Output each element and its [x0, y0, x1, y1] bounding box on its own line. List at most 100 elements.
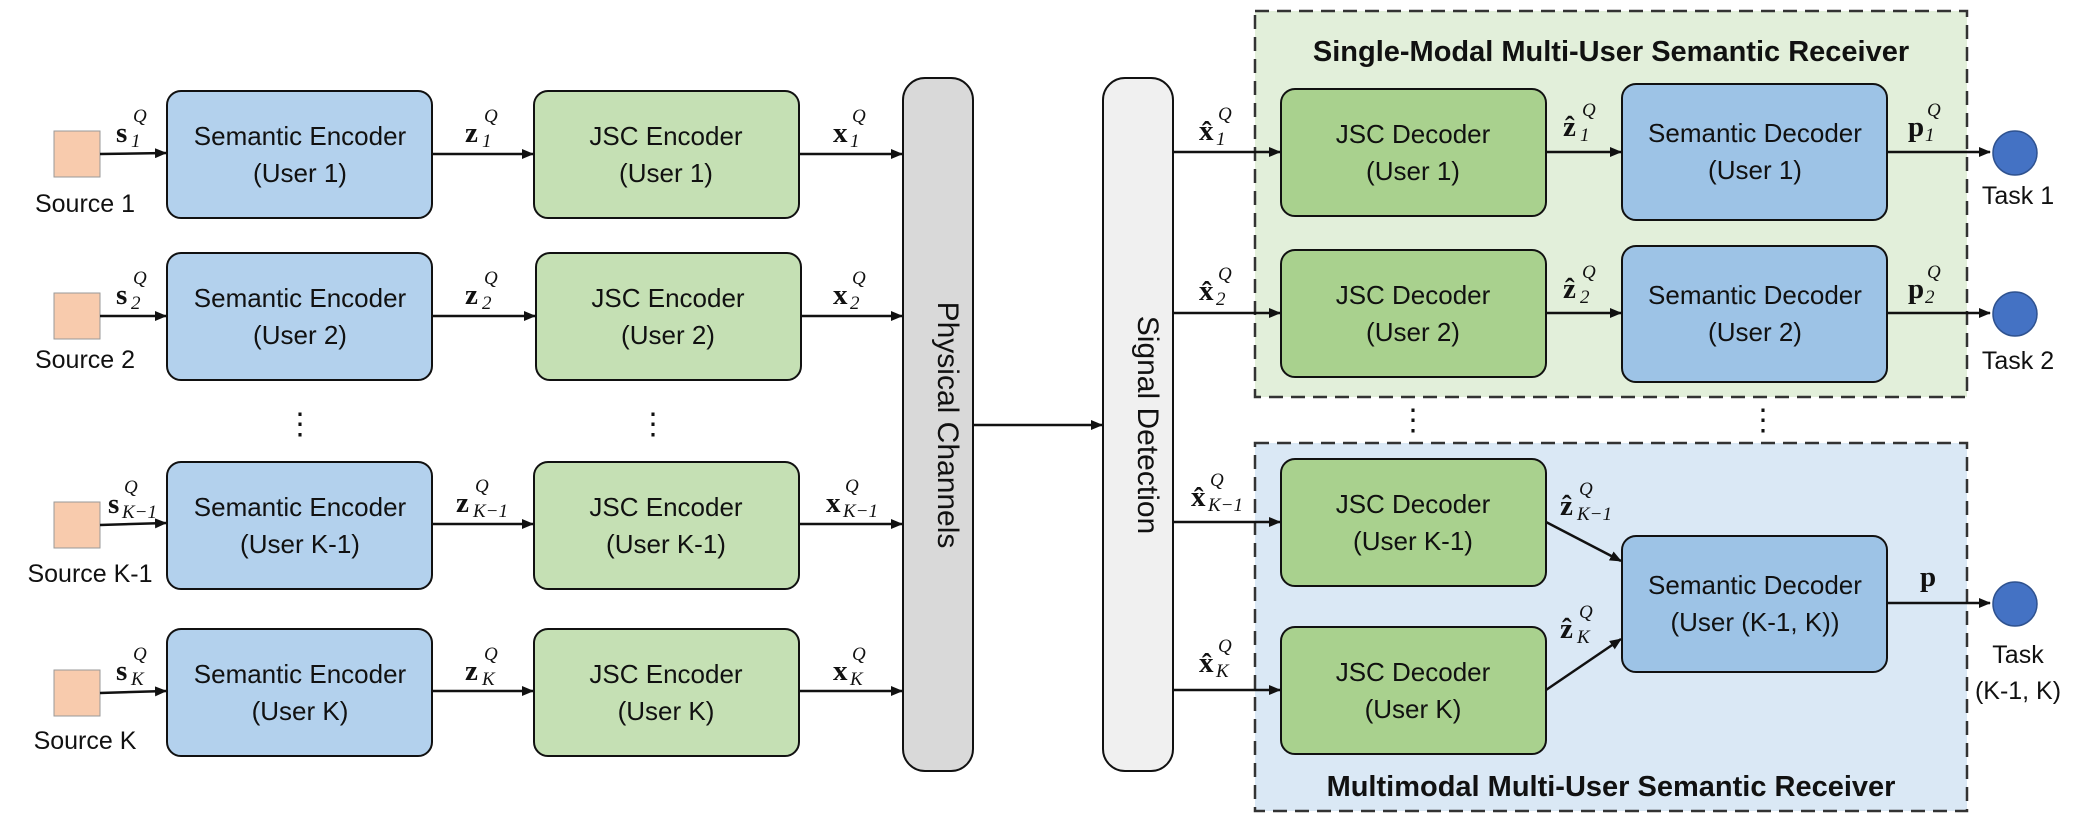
symbol-z2-base: z [465, 279, 478, 311]
jsc-decoder-2: JSC Decoder (User 2) [1280, 249, 1547, 378]
semantic-encoder-2-line2: (User 2) [253, 320, 347, 350]
jsc-encoder-2-line2: (User 2) [621, 320, 715, 350]
semantic-encoder-k1-line1: Semantic Encoder [194, 492, 407, 522]
arrow-jscdeck-to-semdeck1k [1545, 637, 1622, 692]
source-label-k: Source K [34, 727, 137, 755]
arrow-sourcek-to-semenck [99, 686, 167, 697]
symbol-s2: s 2 Q [116, 268, 147, 314]
symbol-z2: z 2 Q [465, 268, 498, 314]
symbol-zhat2-base: ẑ [1563, 273, 1576, 305]
jsc-decoder-k: JSC Decoder (User K) [1280, 626, 1547, 755]
symbol-sk1-sup: Q [124, 477, 138, 498]
symbol-p2-sup: Q [1927, 262, 1941, 283]
symbol-zhat2-sub: 2 [1580, 287, 1590, 308]
symbol-sk-base: s [116, 655, 127, 687]
symbol-z1: z 1 Q [465, 106, 498, 152]
physical-channels-label: Physical Channels [931, 302, 964, 549]
task-label-1: Task 1 [1982, 182, 2054, 210]
semantic-encoder-k: Semantic Encoder (User K) [166, 628, 433, 757]
symbol-z1-sub: 1 [482, 131, 492, 152]
jsc-encoder-1: JSC Encoder (User 1) [533, 90, 800, 219]
symbol-xhatk1-sup: Q [1210, 470, 1224, 491]
symbol-s1-sub: 1 [131, 131, 141, 152]
symbol-xk1-base: x [826, 487, 841, 519]
single-modal-receiver-title: Single-Modal Multi-User Semantic Receive… [1313, 36, 1909, 68]
symbol-zhatk: ẑ K Q [1560, 602, 1593, 648]
symbol-sk: s K Q [116, 644, 147, 690]
semantic-decoder-2-line2: (User 2) [1708, 317, 1802, 347]
symbol-xk1: x K−1 Q [826, 476, 878, 522]
jsc-decoder-1-line1: JSC Decoder [1336, 119, 1491, 149]
symbol-xk-base: x [833, 655, 848, 687]
symbol-p2: p 2 Q [1908, 262, 1941, 308]
symbol-sk1-base: s [108, 488, 119, 520]
jsc-decoder-2-line1: JSC Decoder [1336, 280, 1491, 310]
symbol-xhatk-sup: Q [1218, 636, 1232, 657]
source-label-1: Source 1 [35, 190, 135, 218]
arrow-source1-to-semenc1 [99, 148, 167, 159]
symbol-sk-sup: Q [133, 644, 147, 665]
jsc-decoder-k1-line1: JSC Decoder [1336, 489, 1491, 519]
symbol-xhat2: x̂ 2 Q [1199, 264, 1232, 310]
symbol-zhat2-sup: Q [1582, 262, 1596, 283]
symbol-zhat1-base: ẑ [1563, 111, 1576, 143]
symbol-x1: x 1 Q [833, 106, 866, 152]
symbol-xk: x K Q [833, 644, 866, 690]
arrow-jscdeck1-to-semdeck1k [1545, 520, 1622, 563]
ellipsis-semantic-decoders: ⋮ [1748, 404, 1778, 437]
semantic-decoder-k1-k: Semantic Decoder (User (K-1, K)) [1621, 535, 1888, 673]
jsc-decoder-2-line2: (User 2) [1366, 317, 1460, 347]
jsc-encoder-k-line1: JSC Encoder [589, 659, 743, 689]
symbol-zhatk-sub: K [1576, 627, 1591, 648]
task-label-k1-k-line1: Task [1992, 641, 2044, 669]
symbol-xk-sub: K [849, 669, 864, 690]
ellipsis-semantic-encoders: ⋮ [285, 408, 315, 441]
symbol-xhat2-sub: 2 [1216, 289, 1226, 310]
symbol-x1-sub: 1 [850, 131, 860, 152]
symbol-zk1-sub: K−1 [472, 501, 508, 522]
semantic-encoder-2-line1: Semantic Encoder [194, 283, 407, 313]
task-label-k1-k-line2: (K-1, K) [1975, 677, 2061, 705]
symbol-xhat1: x̂ 1 Q [1199, 104, 1232, 150]
symbol-xhat1-sub: 1 [1216, 129, 1226, 150]
symbol-zhat1-sub: 1 [1580, 125, 1590, 146]
arrow-sourcek1-to-semenck1 [99, 518, 167, 529]
semantic-encoder-k-line2: (User K) [252, 696, 349, 726]
jsc-encoder-k: JSC Encoder (User K) [533, 628, 800, 757]
semantic-encoder-1-line1: Semantic Encoder [194, 121, 407, 151]
jsc-decoder-k1-line2: (User K-1) [1353, 526, 1473, 556]
jsc-encoder-k-line2: (User K) [618, 696, 715, 726]
source-square-2 [53, 292, 101, 340]
jsc-encoder-2-line1: JSC Encoder [591, 283, 745, 313]
symbol-p1-sup: Q [1927, 100, 1941, 121]
symbol-sk1: s K−1 Q [108, 477, 157, 523]
symbol-p1: p 1 Q [1908, 100, 1941, 146]
semantic-decoder-1-line2: (User 1) [1708, 155, 1802, 185]
symbol-x1-base: x [833, 117, 848, 149]
symbol-s1-sup: Q [133, 106, 147, 127]
semantic-decoder-1: Semantic Decoder (User 1) [1621, 83, 1888, 221]
symbol-xhat2-sup: Q [1218, 264, 1232, 285]
symbol-x2-sup: Q [852, 268, 866, 289]
symbol-xhatk-sub: K [1215, 661, 1230, 682]
jsc-decoder-1-line2: (User 1) [1366, 156, 1460, 186]
symbol-xhatk1-sub: K−1 [1207, 495, 1243, 516]
source-square-1 [53, 130, 101, 178]
jsc-decoder-1: JSC Decoder (User 1) [1280, 88, 1547, 217]
semantic-decoder-2: Semantic Decoder (User 2) [1621, 245, 1888, 383]
symbol-xhat1-base: x̂ [1199, 115, 1214, 147]
symbol-s1: s 1 Q [116, 106, 147, 152]
symbol-xhatk1: x̂ K−1 Q [1191, 470, 1243, 516]
symbol-xhat2-base: x̂ [1199, 275, 1214, 307]
symbol-p2-base: p [1908, 273, 1924, 305]
symbol-zhatk1-base: ẑ [1560, 490, 1573, 522]
symbol-zk1-sup: Q [475, 476, 489, 497]
semantic-encoder-k1-line2: (User K-1) [240, 529, 360, 559]
source-label-k1: Source K-1 [27, 560, 152, 588]
symbol-zhatk1-sub: K−1 [1576, 504, 1612, 525]
symbol-zhatk1: ẑ K−1 Q [1560, 479, 1612, 525]
symbol-zk1: z K−1 Q [456, 476, 508, 522]
jsc-decoder-k-line1: JSC Decoder [1336, 657, 1491, 687]
source-square-k [53, 669, 101, 717]
